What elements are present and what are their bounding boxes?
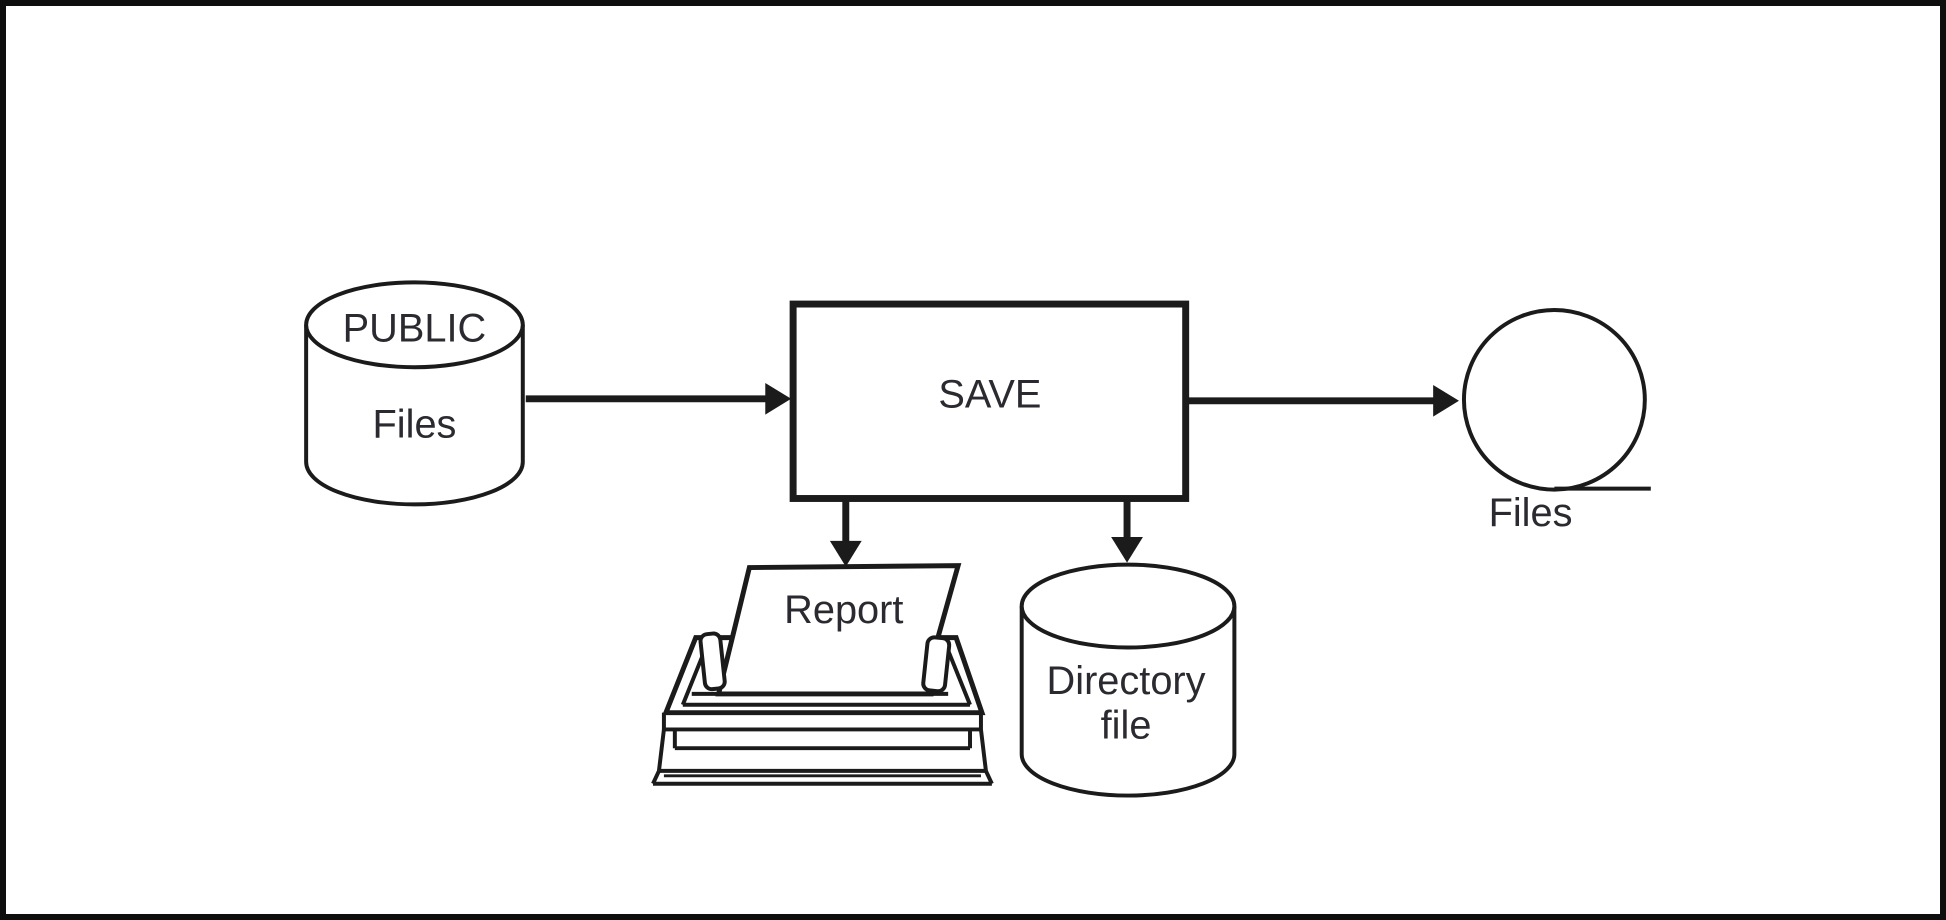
save-box-label: SAVE <box>938 373 1041 417</box>
flow-arrow-save-to-files <box>1188 384 1459 417</box>
printer-body-band <box>661 712 983 732</box>
cylinder-top <box>1019 562 1237 650</box>
arrowhead-down-icon <box>1111 536 1143 563</box>
report-printer: Report <box>651 563 994 786</box>
paper-clip-right <box>921 635 952 694</box>
public-files-cylinder: PUBLIC Files <box>304 280 525 507</box>
save-process-box: SAVE <box>789 300 1190 502</box>
arrowhead-right-icon <box>1433 384 1459 417</box>
report-label: Report <box>784 588 903 632</box>
flow-arrow-public-to-save <box>525 383 792 415</box>
cylinder-top <box>304 280 525 370</box>
printer-base <box>651 770 994 786</box>
flow-arrow-save-to-directory <box>1111 498 1143 563</box>
printer-body-recess <box>672 729 973 751</box>
flow-diagram: PUBLIC Files SAVE <box>304 280 1651 798</box>
database-cylinder-icon <box>1019 606 1237 798</box>
directory-db-label-line1: Directory <box>1047 659 1206 703</box>
tape-label: Files <box>1489 491 1573 535</box>
database-cylinder-icon <box>304 324 525 507</box>
public-db-title: PUBLIC <box>343 307 487 351</box>
public-db-label: Files <box>373 402 457 446</box>
directory-db-label-line2: file <box>1101 703 1152 747</box>
flow-arrow-save-to-printer <box>829 498 862 567</box>
magnetic-tape-icon <box>1461 308 1647 492</box>
paper-clip-left <box>698 631 727 692</box>
process-box <box>789 300 1190 502</box>
arrowhead-right-icon <box>765 383 792 415</box>
files-tape-symbol: Files <box>1461 308 1651 535</box>
printer-body-sides <box>656 729 988 772</box>
arrowhead-down-icon <box>829 540 862 567</box>
directory-file-cylinder: Directory file <box>1019 562 1237 798</box>
